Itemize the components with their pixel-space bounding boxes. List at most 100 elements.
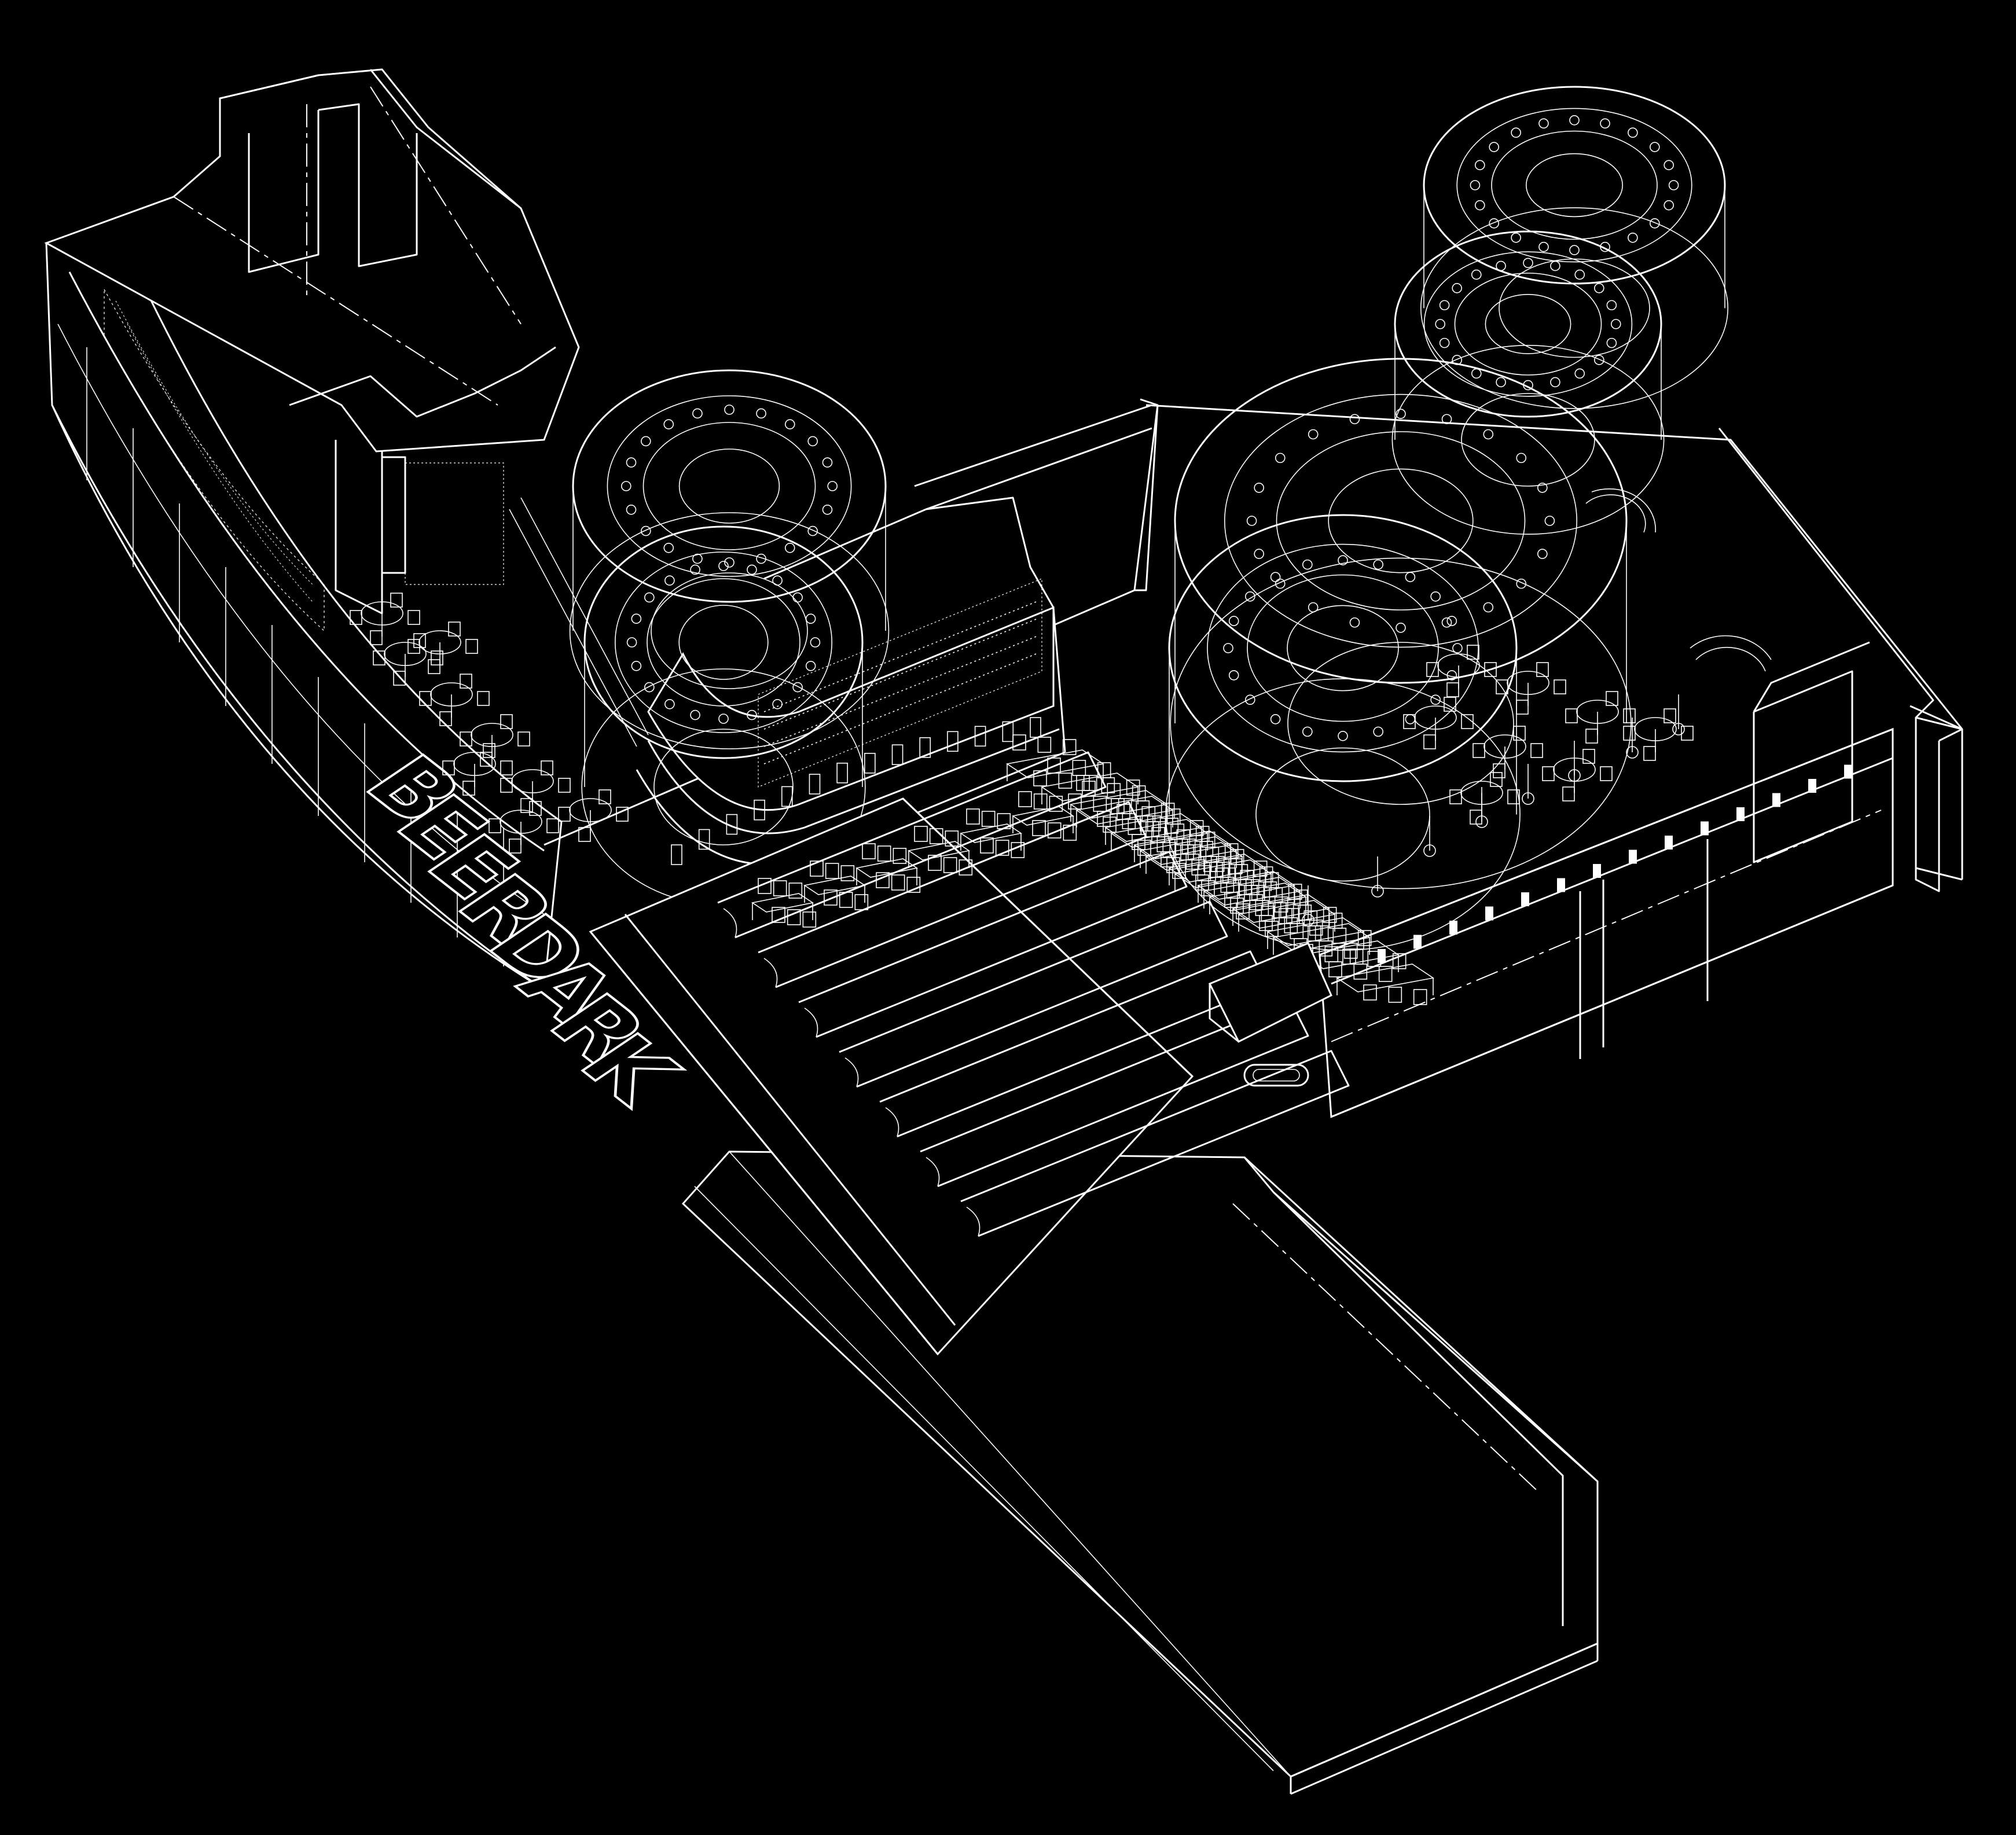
chair	[517, 731, 530, 746]
central-bar	[509, 404, 1152, 865]
bulb	[805, 613, 816, 624]
chair	[1286, 908, 1300, 924]
bulb	[1594, 283, 1604, 293]
chair	[1210, 856, 1225, 872]
round-table	[500, 760, 571, 813]
ring-fixture	[1391, 230, 1665, 535]
chair	[428, 659, 440, 674]
chair	[1240, 870, 1254, 886]
window-pane	[1485, 906, 1493, 921]
chair	[1062, 739, 1077, 755]
chair	[1187, 844, 1202, 860]
bulb	[792, 592, 803, 603]
chair	[1681, 726, 1694, 741]
ring	[1328, 468, 1474, 573]
chair	[928, 855, 942, 871]
ring	[678, 448, 780, 524]
step	[960, 1050, 1350, 1237]
chair	[1446, 682, 1459, 697]
chair	[520, 798, 533, 813]
chair	[1343, 943, 1358, 959]
chair	[825, 863, 839, 879]
facade-mullions	[86, 347, 504, 966]
bulb	[1452, 643, 1463, 653]
bulb	[1349, 617, 1360, 628]
chair	[1328, 913, 1343, 929]
chair	[1161, 803, 1175, 819]
window-pane	[1772, 793, 1780, 807]
chair	[1058, 773, 1073, 789]
chair	[477, 691, 490, 706]
chair	[1011, 842, 1025, 858]
bulb	[1452, 283, 1462, 293]
window-pane	[1521, 892, 1529, 906]
table-and-chair	[907, 826, 973, 876]
bulb	[692, 553, 703, 564]
bulb	[1537, 483, 1548, 493]
window-pane	[1736, 807, 1745, 821]
chair	[772, 907, 785, 923]
ring-lower-inner	[1255, 747, 1430, 882]
bulb	[1569, 245, 1580, 256]
bulb	[1245, 591, 1255, 602]
ring	[1423, 251, 1633, 397]
chair	[431, 650, 443, 665]
ring-lower	[1420, 207, 1729, 409]
bulb	[784, 419, 795, 430]
chair	[1562, 786, 1575, 801]
pendant-lamp	[1568, 741, 1581, 782]
ring-lower-inner	[1287, 642, 1514, 805]
bulb	[807, 525, 818, 536]
bulb	[756, 408, 766, 419]
step	[920, 1000, 1309, 1187]
chair	[509, 839, 522, 854]
bulb	[1396, 409, 1406, 420]
ring	[1456, 108, 1692, 263]
table-and-chair	[751, 878, 817, 928]
chair	[1507, 789, 1520, 804]
chair	[788, 882, 803, 899]
chair	[1245, 879, 1259, 895]
chair	[1236, 903, 1250, 920]
chair	[1643, 746, 1656, 761]
chair	[1606, 691, 1618, 706]
ring	[1423, 86, 1726, 285]
bulb	[784, 542, 795, 553]
window-pane	[1593, 864, 1601, 878]
step-edge	[804, 1007, 818, 1038]
bulb	[1483, 429, 1494, 440]
chair	[1162, 842, 1177, 858]
chair	[1279, 908, 1292, 924]
ring	[1168, 514, 1518, 782]
chair	[1251, 885, 1265, 901]
table-top	[1011, 806, 1075, 826]
chair	[862, 843, 876, 859]
bar-stool	[947, 731, 959, 752]
lamp-bulb	[1626, 746, 1639, 759]
bulb	[1569, 115, 1580, 126]
bulb	[1650, 142, 1660, 152]
chair	[758, 878, 772, 894]
round-table	[407, 622, 478, 674]
chair	[558, 778, 571, 793]
bar-stool	[809, 774, 821, 795]
chair	[460, 731, 472, 746]
chair	[1107, 783, 1121, 799]
bar-stool	[781, 786, 793, 807]
step-edge	[844, 1057, 859, 1087]
chair	[1132, 785, 1146, 801]
chair	[854, 894, 869, 910]
chair	[1118, 798, 1132, 814]
step-edge	[885, 1107, 899, 1137]
table-and-chair	[1110, 804, 1209, 860]
chair	[1082, 781, 1096, 797]
chair	[442, 760, 455, 775]
chair	[1664, 708, 1676, 723]
bulb	[724, 404, 735, 415]
table-and-chair	[959, 808, 1025, 858]
bulb	[747, 564, 757, 575]
bulb	[1439, 300, 1450, 311]
chair	[1542, 766, 1555, 781]
chair	[1536, 662, 1549, 677]
chair	[1623, 726, 1636, 741]
